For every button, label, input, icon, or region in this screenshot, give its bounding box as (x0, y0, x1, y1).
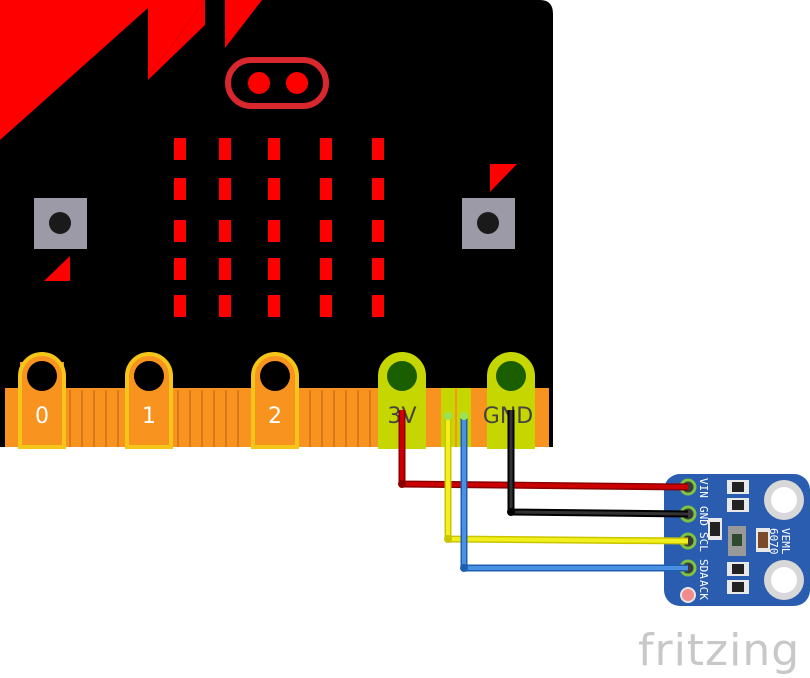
led-r4-c2 (219, 258, 231, 280)
led-r5-c4 (320, 295, 332, 317)
pad-0[interactable]: 0 (18, 352, 66, 449)
led-r2-c1 (174, 178, 186, 200)
pin-label-1: 1 (142, 404, 156, 429)
led-r3-c4 (320, 220, 332, 242)
led-r4-c5 (372, 258, 384, 280)
button-a[interactable] (34, 198, 87, 249)
pad-3v[interactable]: 3V (378, 352, 426, 449)
chip-label-line1: VEML (779, 528, 792, 555)
led-r5-c5 (372, 295, 384, 317)
pad-2[interactable]: 2 (251, 352, 299, 449)
pin-label-2: 2 (268, 404, 282, 429)
button-b-cap (477, 212, 499, 234)
led-r3-c5 (372, 220, 384, 242)
led-r2-c2 (219, 178, 231, 200)
sensor-pin-label-vin: VIN (697, 478, 710, 498)
chip-label-line2: 6070 (767, 528, 780, 555)
led-r5-c3 (268, 295, 280, 317)
button-a-cap (49, 212, 71, 234)
led-r4-c1 (174, 258, 186, 280)
sensor-pin-label-ack: ACK (697, 580, 710, 600)
logo-oval (225, 57, 329, 109)
led-r1-c3 (268, 138, 280, 160)
led-r2-c4 (320, 178, 332, 200)
button-a-marker (44, 256, 70, 281)
led-r3-c3 (268, 220, 280, 242)
wires (398, 410, 689, 572)
button-b-marker (490, 164, 517, 192)
pin-label-0: 0 (35, 404, 49, 429)
logo-stripe-base (0, 0, 148, 140)
sensor-pin-label-gnd: GND (697, 506, 710, 526)
pad-1[interactable]: 1 (125, 352, 173, 449)
led-r3-c2 (219, 220, 231, 242)
led-matrix (174, 138, 384, 317)
led-r5-c1 (174, 295, 186, 317)
microbit-board: 0 1 2 3V GND (0, 0, 553, 449)
logo-stripe-3 (225, 0, 262, 48)
led-r4-c3 (268, 258, 280, 280)
logo-eye-left (248, 72, 270, 94)
led-r1-c5 (372, 138, 384, 160)
veml6070-breakout: VEML 6070 VIN GND SCL SDA ACK (664, 474, 810, 606)
led-r1-c2 (219, 138, 231, 160)
led-r1-c1 (174, 138, 186, 160)
led-r2-c5 (372, 178, 384, 200)
logo-eye-right (286, 72, 308, 94)
pad-gnd[interactable]: GND (483, 352, 535, 449)
sensor-pin-label-scl: SCL (697, 532, 710, 552)
sensor-pin-label-sda: SDA (697, 559, 710, 579)
wire-bend-red (398, 480, 406, 488)
led-r1-c4 (320, 138, 332, 160)
led-r4-c4 (320, 258, 332, 280)
wire-bend-blue (460, 564, 468, 572)
wire-end-scl (444, 412, 452, 420)
fritzing-watermark: fritzing (638, 625, 800, 676)
led-r5-c2 (219, 295, 231, 317)
sensor-pin-ack[interactable] (680, 587, 696, 603)
led-r2-c3 (268, 178, 280, 200)
wire-bend-black (507, 508, 515, 516)
wire-bend-yellow (444, 535, 452, 543)
edge-connector-fingers (69, 390, 371, 447)
wire-end-sda (460, 412, 468, 420)
button-b[interactable] (462, 198, 515, 249)
led-r3-c1 (174, 220, 186, 242)
